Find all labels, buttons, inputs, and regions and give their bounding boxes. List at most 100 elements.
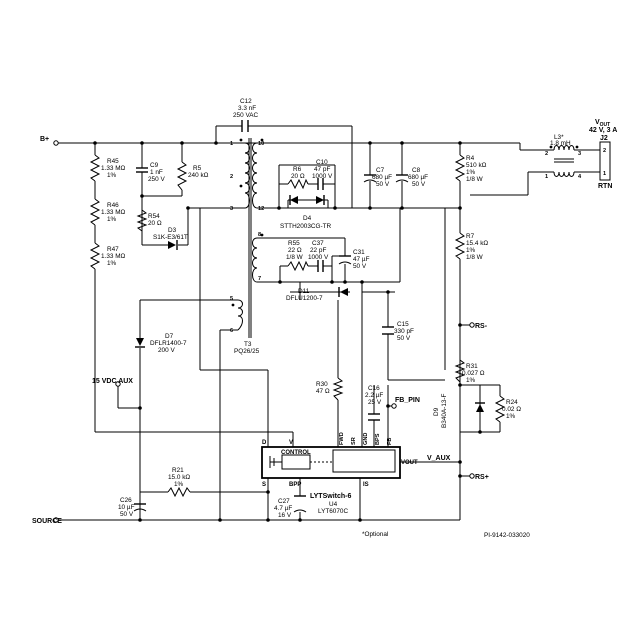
ic-pin-vout: VOUT (401, 460, 418, 466)
label-d3-ref: D3 (168, 227, 177, 234)
capacitor-c15 (382, 326, 394, 335)
t3-pin-10: 10 (258, 141, 264, 147)
label-c10-rating: 1000 V (312, 173, 333, 180)
transformer-t3 (231, 138, 264, 338)
label-r30-value: 47 Ω (316, 388, 330, 395)
label-r46-ref: R46 (107, 202, 119, 209)
net-15vdc-aux: 15 VDC AUX (92, 378, 133, 385)
t3-pin-5: 5 (230, 296, 233, 302)
label-r7-power: 1/8 W (466, 254, 484, 261)
label-c26-ref: C26 (120, 497, 132, 504)
label-r6-ref: R6 (293, 166, 302, 173)
label-c16-value: 2.2 µF (365, 392, 383, 399)
resistor-r46 (89, 198, 101, 226)
label-r4-tol: 1% (466, 169, 476, 176)
resistor-r54 (136, 209, 148, 232)
label-d7-rating: 200 V (158, 347, 175, 354)
net-source: SOURCE (32, 518, 62, 525)
label-r31-tol: 1% (466, 377, 476, 384)
junctions (53, 140, 482, 523)
label-r5-ref: R5 (193, 165, 202, 172)
doc-number: PI-9142-033020 (484, 532, 530, 539)
label-r47-value: 1.33 MΩ (101, 253, 126, 260)
label-c26-value: 10 µF (118, 504, 135, 511)
diode-d9 (475, 385, 485, 412)
svg-text:2: 2 (603, 148, 606, 154)
label-c12-value: 3.3 nF (238, 105, 256, 112)
label-c7-ref: C7 (376, 167, 385, 174)
l3-pin-1: 1 (545, 174, 548, 180)
capacitor-c27 (293, 495, 307, 513)
connector-j2-ref: J2 (600, 135, 608, 142)
svg-text:1: 1 (603, 171, 606, 177)
label-r4-power: 1/8 W (466, 176, 484, 183)
ic-pin-d: D (262, 440, 267, 446)
transformer-ref: T3 (244, 341, 252, 348)
label-c31-value: 47 µF (353, 256, 370, 263)
label-c9-rating: 250 V (148, 176, 165, 183)
label-r45-value: 1.33 MΩ (101, 165, 126, 172)
label-l3-value: 1.8 mH (550, 140, 571, 147)
t3-pin-3: 3 (230, 206, 233, 212)
label-c8-ref: C8 (412, 167, 421, 174)
t3-pin-7: 7 (258, 276, 261, 282)
label-r7-ref: R7 (466, 233, 475, 240)
ic-pin-v: V (289, 440, 293, 446)
diode-d4 (289, 195, 325, 205)
label-d11-ref: D11 (298, 288, 310, 295)
label-c8-rating: 50 V (412, 181, 426, 188)
ic-pin-bps: BPS (375, 433, 381, 445)
t3-pin-8: 8 (258, 232, 261, 238)
capacitor-c10 (317, 178, 324, 190)
capacitor-c8 (395, 174, 409, 183)
label-c27-value: 4.7 µF (274, 505, 292, 512)
label-r31-ref: R31 (466, 363, 478, 370)
label-r24-tol: 1% (506, 413, 516, 420)
net-v-aux: V_AUX (427, 455, 451, 462)
label-d7-part: DFLR1400-7 (150, 340, 187, 347)
inductor-l3 (549, 145, 579, 177)
label-c15-ref: C15 (397, 321, 409, 328)
resistor-r21 (167, 486, 191, 498)
output-vout-label: VOUT (595, 119, 610, 128)
label-r7-value: 15.4 kΩ (466, 240, 488, 247)
capacitor-c16 (368, 413, 380, 421)
label-r54-value: 20 Ω (148, 220, 162, 227)
resistor-r31 (454, 359, 466, 383)
diode-d7 (135, 338, 145, 348)
net-rs-minus: RS- (475, 323, 488, 330)
label-c8-value: 680 µF (408, 174, 428, 181)
ic-pin-fb: FB (387, 438, 393, 445)
label-c27-rating: 16 V (278, 512, 292, 519)
ic-pin-is: IS (363, 482, 369, 488)
t3-pin-1: 1 (230, 141, 233, 147)
t3-pin-2: 2 (230, 174, 233, 180)
label-d9-ref: D9 (433, 407, 440, 416)
label-c37-rating: 1000 V (308, 254, 329, 261)
label-r55-ref: R55 (288, 240, 300, 247)
capacitor-c7 (363, 174, 377, 183)
label-d7-ref: D7 (165, 333, 174, 340)
label-r55-power: 1/8 W (286, 254, 304, 261)
label-c37-ref: C37 (312, 240, 324, 247)
label-c15-rating: 50 V (397, 335, 411, 342)
label-c10-ref: C10 (316, 159, 328, 166)
label-c16-ref: C16 (368, 385, 380, 392)
output-rtn: RTN (598, 183, 612, 190)
label-r6-value: 20 Ω (291, 173, 305, 180)
wiring (58, 125, 600, 521)
l3-pin-2: 2 (545, 151, 548, 157)
label-r21-ref: R21 (172, 467, 184, 474)
label-d11-part: DFLU1200-7 (286, 295, 323, 302)
capacitor-c12 (241, 120, 249, 132)
label-c31-ref: C31 (353, 249, 365, 256)
label-r4-ref: R4 (466, 155, 475, 162)
label-r30-ref: R30 (316, 381, 328, 388)
label-r45-ref: R45 (107, 158, 119, 165)
t3-pin-6: 6 (230, 328, 233, 334)
ic-pin-fwd: FWD (339, 432, 345, 445)
label-l3-ref: L3* (554, 134, 564, 141)
resistor-r30 (332, 377, 344, 401)
diode-d11 (338, 287, 348, 297)
